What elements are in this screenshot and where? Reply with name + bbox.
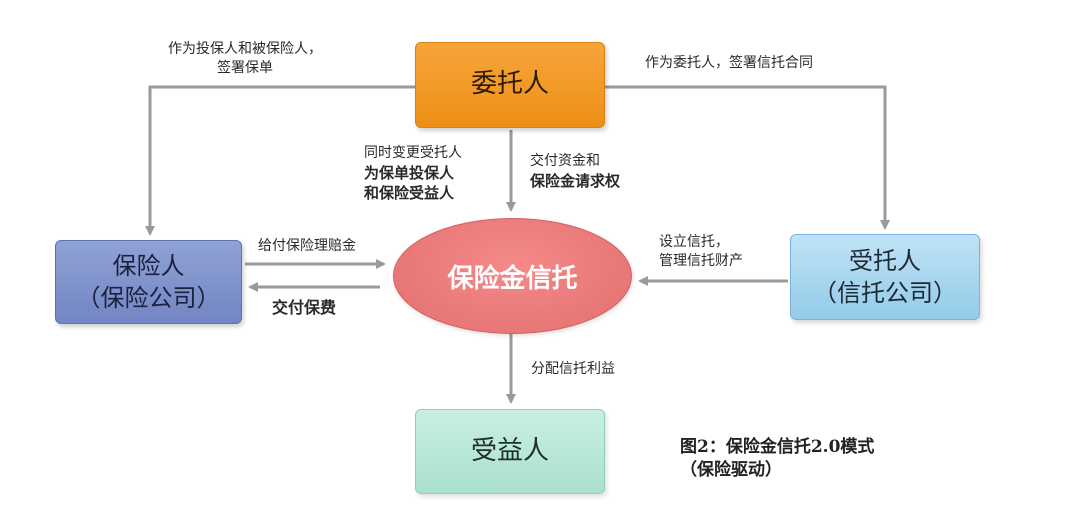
beneficiary-label: 受益人: [470, 435, 549, 466]
insurer-node: 保险人 （保险公司）: [55, 240, 242, 324]
trustee-sublabel: （信托公司）: [813, 279, 957, 307]
edge-label-change-policyholder: 同时变更受托人 为保单投保人 和保险受益人: [364, 145, 462, 203]
edge-label-establish-trust: 设立信托， 管理信托财产: [659, 234, 743, 269]
edge-label-entrustor-insurer: 作为投保人和被保险人， 签署保单: [168, 41, 322, 76]
edge-label-deliver-funds: 交付资金和 保险金请求权: [530, 153, 621, 190]
edge-label-claim-payment: 给付保险理赔金: [258, 238, 356, 254]
edge-label-distribute-benefit: 分配信托利益: [531, 361, 615, 377]
insurer-sublabel: （保险公司）: [76, 284, 221, 312]
trustee-label: 受托人: [849, 246, 921, 275]
figure-caption-title: 图2：保险金信托2.0模式: [680, 437, 875, 457]
figure-caption-subtitle: （保险驱动）: [680, 459, 782, 480]
entrustor-node: 委托人: [415, 42, 605, 128]
beneficiary-node: 受益人: [415, 409, 605, 494]
edge-label-entrustor-trustee: 作为委托人，签署信托合同: [645, 55, 813, 71]
insurer-label: 保险人: [112, 251, 185, 280]
insurance-trust-node: 保险金信托: [393, 218, 632, 334]
arrow-entrustor-to-trustee: [605, 85, 890, 230]
edge-label-pay-premium: 交付保费: [272, 298, 337, 317]
entrustor-label: 委托人: [470, 69, 549, 100]
figure-caption: 图2：保险金信托2.0模式 （保险驱动）: [680, 436, 874, 482]
arrow-entrustor-to-insurer: [145, 85, 415, 236]
insurance-trust-label: 保险金信托: [447, 263, 578, 294]
trustee-node: 受托人 （信托公司）: [790, 234, 980, 320]
